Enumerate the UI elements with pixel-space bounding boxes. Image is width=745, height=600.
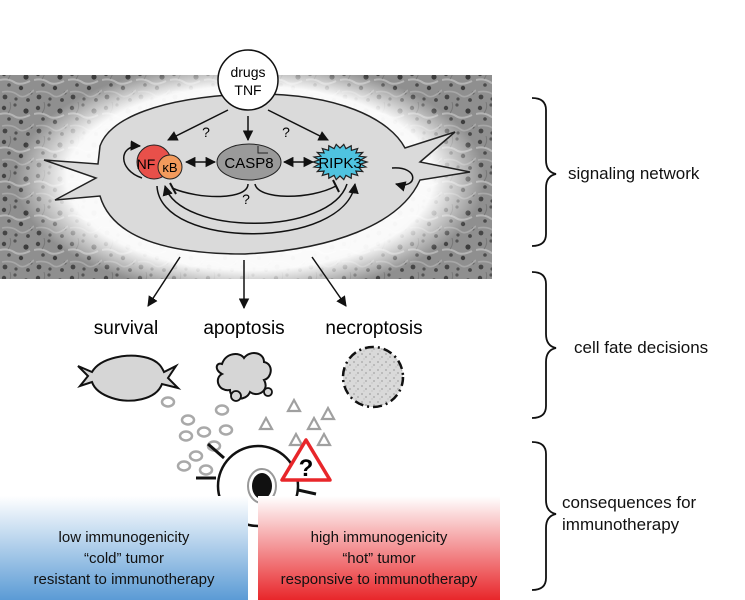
loop-nfkb-self xyxy=(123,140,143,179)
label-consequences: consequences for immunotherapy xyxy=(562,492,696,536)
arrow-to-survival xyxy=(147,256,181,307)
drugs-label: drugs xyxy=(230,64,265,80)
necroptosis-cell-icon xyxy=(341,345,405,409)
brace-signaling xyxy=(531,97,557,247)
ripk3-label: RIPK3 xyxy=(318,155,361,172)
particle-triangle xyxy=(316,431,332,447)
brace-consequences xyxy=(531,441,557,591)
loop-ripk3-self xyxy=(391,167,414,192)
hot-tumor-box xyxy=(258,496,500,600)
survival-cell-icon xyxy=(77,354,182,402)
fate-survival: survival xyxy=(94,318,158,339)
particle-ring xyxy=(218,424,234,436)
particle-triangle xyxy=(286,397,302,413)
casp8-cleavage-mark xyxy=(257,146,268,154)
hot-tumor-text: high immunogenicity “hot” tumor responsi… xyxy=(258,527,500,590)
ripk3-node xyxy=(311,143,369,181)
fate-necroptosis: necroptosis xyxy=(325,318,422,339)
cold-line1: low immunogenicity xyxy=(58,529,190,546)
kb-node xyxy=(157,154,183,180)
loop-ripk3-nfkb-inner xyxy=(162,183,348,224)
particle-ring xyxy=(176,460,192,472)
particle-triangle xyxy=(288,431,304,447)
inhibit-casp8-ripk3 xyxy=(254,183,337,197)
unknown-mark-bottom: ? xyxy=(242,191,250,207)
casp8-label: CASP8 xyxy=(224,155,273,172)
hot-line1: high immunogenicity xyxy=(310,529,448,546)
apoptosis-cell-icon xyxy=(215,352,273,402)
cold-tumor-text: low immunogenicity “cold” tumor resistan… xyxy=(0,527,248,590)
loop-nfkb-ripk3-outer xyxy=(156,182,359,235)
cold-tumor-box xyxy=(0,496,248,600)
unknown-mark-right: ? xyxy=(282,124,290,140)
nf-label: NF xyxy=(137,156,156,172)
label-consequences-line1: consequences for xyxy=(562,493,697,512)
particle-ring xyxy=(196,426,212,438)
cold-line2: “cold” tumor xyxy=(83,550,165,567)
particle-triangle xyxy=(320,405,336,421)
arrow-tnf-nfkb xyxy=(167,109,229,141)
label-cell-fate-decisions: cell fate decisions xyxy=(574,338,709,357)
particle-ring xyxy=(188,450,204,462)
hot-line2: “hot” tumor xyxy=(342,550,416,567)
immune-cell-nucleus xyxy=(252,473,272,499)
hot-line3: responsive to immunotherapy xyxy=(280,571,478,588)
unknown-mark-left: ? xyxy=(202,124,210,140)
particle-ring xyxy=(198,464,214,476)
warning-question-mark: ? xyxy=(299,455,314,482)
particle-ring xyxy=(178,430,194,442)
arrow-to-necroptosis xyxy=(311,256,347,307)
brace-cell-fate xyxy=(531,271,557,419)
label-consequences-line2: immunotherapy xyxy=(562,515,680,534)
particle-triangle xyxy=(258,415,274,431)
arrow-tnf-ripk3 xyxy=(267,109,329,141)
fate-apoptosis: apoptosis xyxy=(203,318,284,339)
warning-triangle-icon xyxy=(280,438,332,482)
kb-label: κB xyxy=(162,160,177,175)
particle-ring xyxy=(180,414,196,426)
tnf-label: TNF xyxy=(234,82,261,98)
cold-line3: resistant to immunotherapy xyxy=(33,571,215,588)
particle-ring xyxy=(160,396,176,408)
drugs-tnf-node xyxy=(217,49,279,111)
inhibit-casp8-nfkb xyxy=(171,183,249,198)
label-signaling-network: signaling network xyxy=(568,164,700,183)
particle-triangle xyxy=(306,415,322,431)
particle-ring xyxy=(214,404,230,416)
